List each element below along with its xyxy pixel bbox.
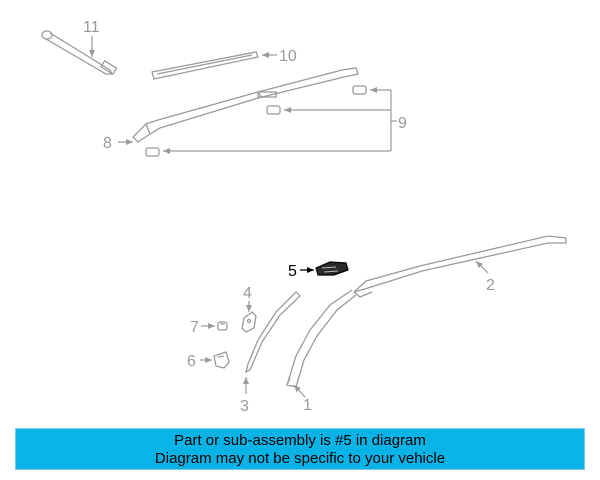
part-6-bracket-clip xyxy=(213,351,230,369)
callout-8: 8 xyxy=(103,135,112,152)
part-11-rod xyxy=(41,30,118,75)
part-1-pillar-molding xyxy=(286,289,357,388)
banner-line-2: Diagram may not be specific to your vehi… xyxy=(154,450,446,467)
callout-2: 2 xyxy=(486,277,495,294)
callout-1: 1 xyxy=(303,397,312,414)
callout-11: 11 xyxy=(83,19,100,36)
part-10-rail-cover xyxy=(151,51,259,80)
part-5-clip-highlighted xyxy=(315,261,349,276)
callout-7: 7 xyxy=(190,319,199,336)
part-2-roof-molding xyxy=(353,235,567,298)
leader-2 xyxy=(475,260,489,274)
part-8-roof-rail xyxy=(132,67,359,143)
callout-4: 4 xyxy=(243,285,252,302)
callout-9: 9 xyxy=(398,115,407,132)
leader-9 xyxy=(163,87,397,154)
part-9-clips xyxy=(145,85,367,157)
callout-5: 5 xyxy=(288,263,297,280)
callout-3: 3 xyxy=(240,398,249,415)
part-4-bracket xyxy=(241,311,257,333)
part-7-clip xyxy=(217,321,228,331)
callout-10: 10 xyxy=(279,48,297,65)
callout-6: 6 xyxy=(187,353,196,370)
leader-1 xyxy=(293,384,306,398)
banner-line-1: Part or sub-assembly is #5 in diagram xyxy=(174,432,426,449)
part-3-garnish-strip xyxy=(245,291,301,374)
info-banner: Part or sub-assembly is #5 in diagram Di… xyxy=(15,428,585,470)
